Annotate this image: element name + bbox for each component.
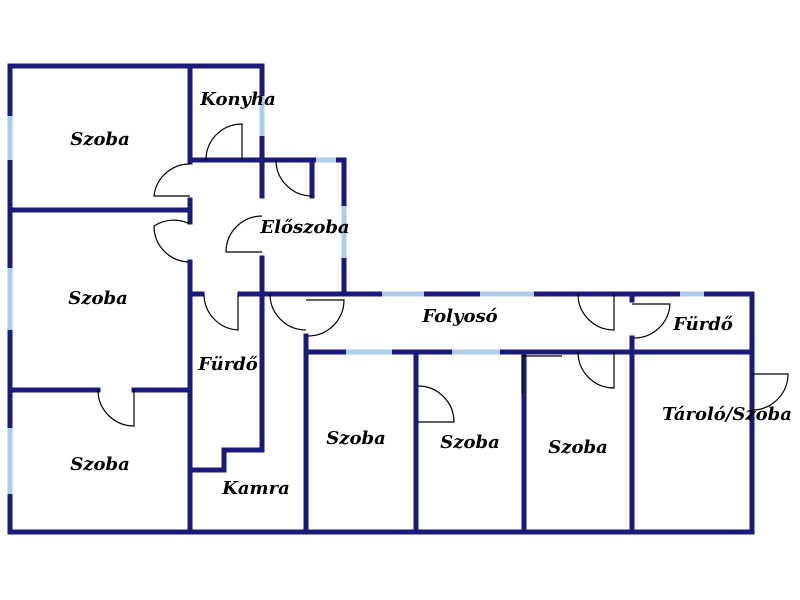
room-label-szoba-3: Szoba <box>70 454 129 475</box>
room-label-eloszoba: Előszoba <box>259 217 349 238</box>
door-furdo <box>203 293 239 331</box>
door-tarolo <box>751 373 789 411</box>
door-szoba6 <box>577 351 615 389</box>
door-konyha <box>205 123 243 160</box>
walls <box>7 63 755 535</box>
windows <box>7 96 704 494</box>
room-label-szoba-4: Szoba <box>326 428 385 449</box>
door-eloszoba-left <box>225 215 263 253</box>
doors <box>97 123 789 427</box>
room-labels: Szoba Konyha Előszoba Szoba Szoba Fürdő … <box>68 89 792 499</box>
door-eloszoba-top <box>275 159 313 197</box>
door-szoba1 <box>153 163 191 197</box>
room-label-szoba-5: Szoba <box>440 432 499 453</box>
room-label-szoba-6: Szoba <box>548 437 607 458</box>
door-szoba2 <box>153 219 191 263</box>
room-label-furdo-2: Fürdő <box>672 314 733 335</box>
room-label-szoba-1: Szoba <box>70 129 129 150</box>
door-corridor <box>306 299 345 337</box>
door-kamra <box>269 293 307 331</box>
room-label-folyoso: Folyosó <box>421 306 497 327</box>
room-label-konyha: Konyha <box>199 89 276 110</box>
room-label-szoba-2: Szoba <box>68 288 127 309</box>
room-label-furdo-1: Fürdő <box>197 354 258 375</box>
door-szoba5 <box>417 385 455 423</box>
door-corridor-right <box>577 293 615 331</box>
room-label-tarolo: Tároló/Szoba <box>662 404 792 425</box>
door-szoba4 <box>521 355 562 394</box>
room-label-kamra: Kamra <box>221 478 290 499</box>
door-szoba3 <box>97 389 135 427</box>
door-furdo2 <box>632 303 671 339</box>
wall-furdo-kamra-step <box>187 447 265 473</box>
